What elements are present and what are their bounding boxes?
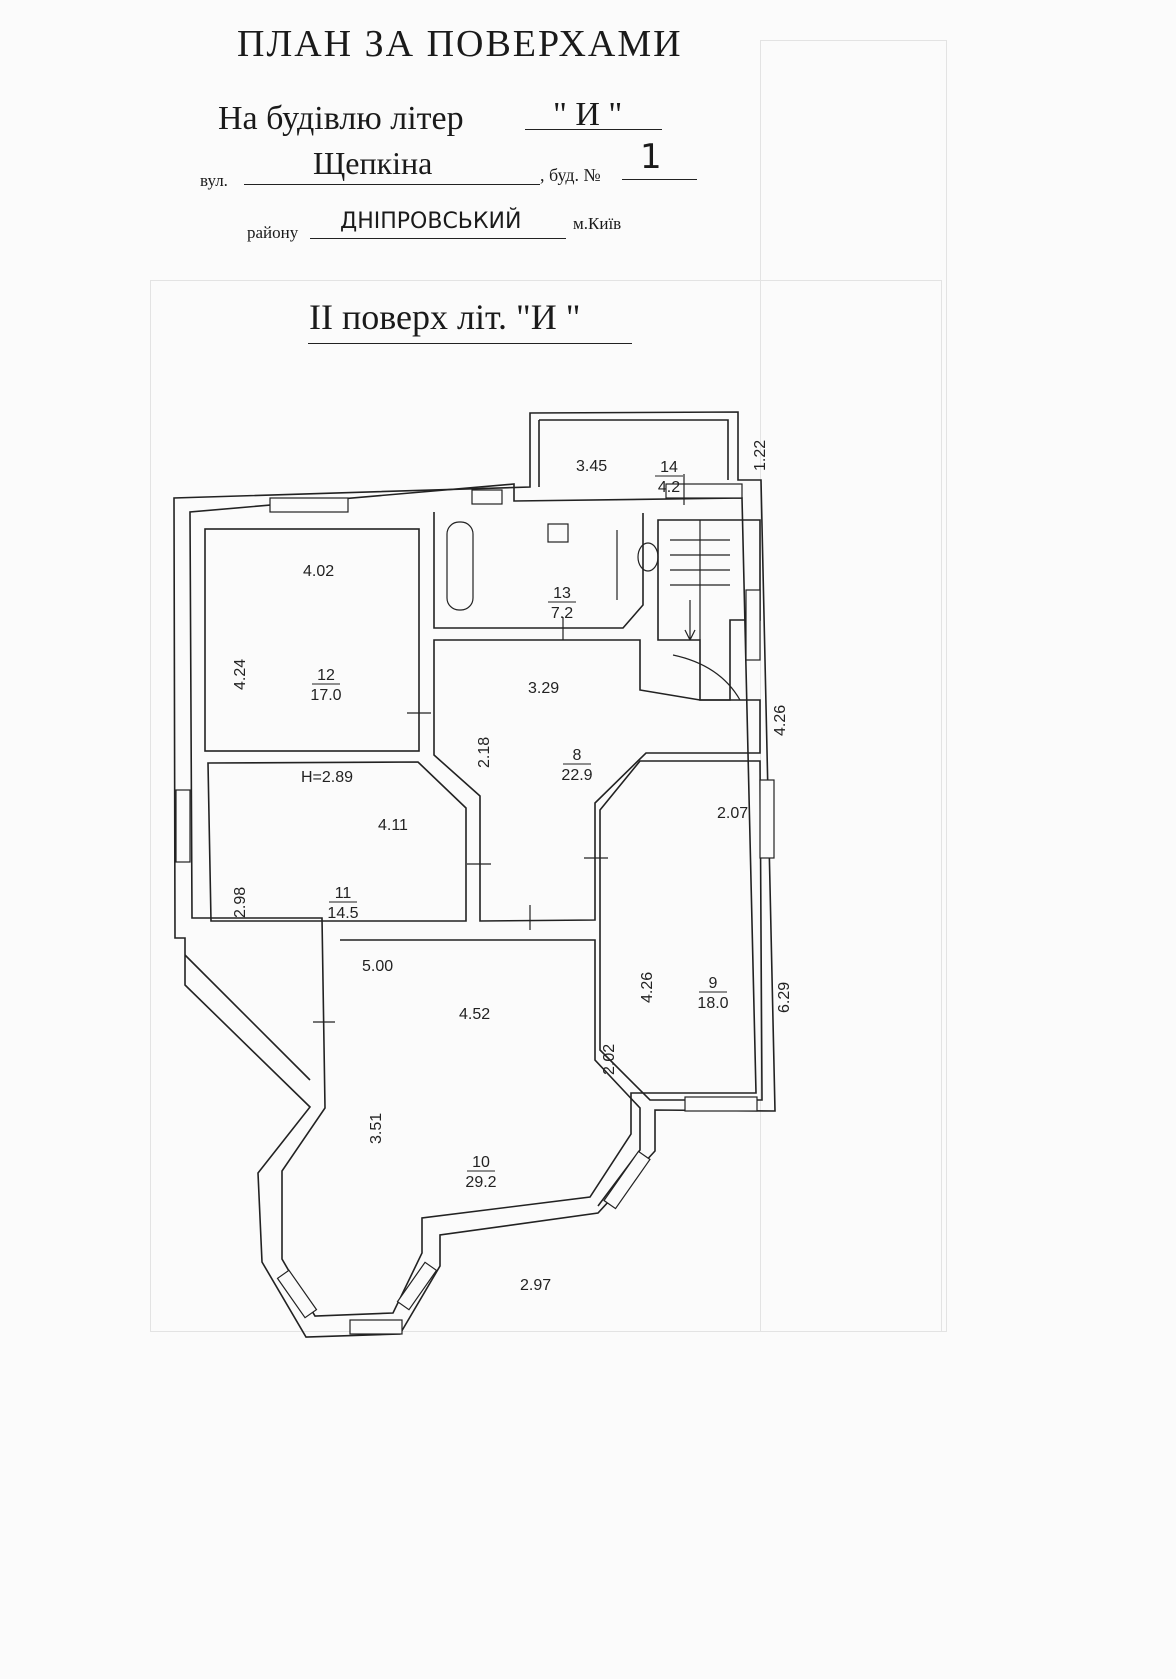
dim-218: 2.18 — [476, 737, 493, 768]
window-room-10-bay-a — [349, 1319, 403, 1335]
window-room-11 — [175, 789, 191, 863]
room-11-number: 11 — [335, 885, 352, 902]
district-name-value: ДНІПРОВСЬКИЙ — [340, 209, 522, 234]
room-9-outline — [599, 760, 763, 1101]
balcony-wall — [539, 419, 729, 480]
stair-steps — [670, 520, 730, 640]
street-underline — [244, 148, 540, 185]
sink-fixture — [547, 523, 569, 543]
district-label: району — [247, 223, 299, 242]
building-letter-value: " И " — [553, 96, 623, 133]
dim-207: 2.07 — [717, 805, 748, 822]
room-9-number: 9 — [709, 975, 718, 992]
inner-wall-outline — [189, 483, 757, 1317]
dim-629: 6.29 — [776, 982, 793, 1013]
dim-202: 2.02 — [601, 1044, 618, 1075]
room-12-number: 12 — [317, 667, 335, 684]
window-room-10-bay-c — [396, 1261, 438, 1311]
window-room-10-bay-b — [276, 1269, 318, 1319]
room-10-area: 29.2 — [465, 1174, 496, 1191]
district-underline — [310, 210, 566, 239]
dim-298: 2.98 — [232, 887, 249, 918]
house-number-underline — [622, 144, 697, 180]
room-8-area: 22.9 — [561, 767, 592, 784]
room-14-number: 14 — [660, 459, 678, 476]
street-name-value: Щепкіна — [313, 145, 433, 181]
dim-h: H=2.89 — [301, 769, 353, 786]
stair-arrow — [684, 600, 696, 641]
room-13-outline — [433, 512, 644, 629]
city-label: м.Київ — [573, 214, 622, 233]
street-label: вул. — [200, 171, 228, 190]
spiral-stair — [672, 654, 741, 701]
window-room-8 — [745, 589, 761, 661]
window-stair — [665, 483, 743, 499]
building-letter-underline — [525, 96, 662, 130]
window-room-12 — [269, 497, 349, 513]
window-room-9-bottom — [684, 1096, 758, 1112]
room-9-area: 18.0 — [697, 995, 728, 1012]
building-line-label: На будівлю літер — [218, 100, 464, 137]
exterior-diagonal — [184, 954, 311, 1081]
house-number-label: , буд. № — [540, 165, 601, 185]
floor-title-underline — [308, 300, 632, 344]
dim-329: 3.29 — [528, 680, 559, 697]
outer-wall-outline — [173, 411, 776, 1338]
room-14-area: 4.2 — [658, 479, 680, 496]
room-10-number: 10 — [472, 1154, 490, 1171]
windows — [175, 483, 775, 1335]
toilet-fixture — [637, 542, 659, 572]
dim-426-r9: 4.26 — [639, 972, 656, 1003]
window-room-9 — [759, 779, 775, 859]
room-11-area: 14.5 — [327, 905, 358, 922]
floor-title: ІІ поверх літ. "И " — [309, 297, 581, 337]
room-13-number: 13 — [553, 585, 571, 602]
room-labels: 14 4.2 13 7.2 12 17.0 8 22.9 11 14.5 9 18.0 10 29.2 — [310, 459, 728, 1191]
room-12-area: 17.0 — [310, 687, 341, 704]
dim-424: 4.24 — [232, 659, 249, 690]
dim-balcony-width: 3.45 — [576, 458, 607, 475]
room-8-number: 8 — [573, 747, 582, 764]
dim-452: 4.52 — [459, 1006, 490, 1023]
dim-411: 4.11 — [378, 817, 408, 834]
window-room-13 — [471, 489, 503, 505]
dim-500: 5.00 — [362, 958, 393, 975]
room-8-outline — [433, 639, 761, 922]
dim-297: 2.97 — [520, 1277, 551, 1294]
room-11-outline — [207, 761, 467, 922]
house-number-value: 1 — [640, 137, 662, 177]
room-13-area: 7.2 — [551, 605, 573, 622]
window-room-10-side — [603, 1150, 651, 1210]
bathtub-fixture — [446, 521, 474, 611]
dim-402: 4.02 — [303, 563, 334, 580]
dim-351: 3.51 — [368, 1113, 385, 1144]
show-through-table-inner — [150, 280, 942, 1332]
room-12-outline — [204, 528, 420, 752]
dim-426-stair: 4.26 — [772, 705, 789, 736]
dim-balcony-depth: 1.22 — [752, 440, 769, 471]
document-title: ПЛАН ЗА ПОВЕРХАМИ — [237, 23, 683, 65]
room-10-outline — [340, 939, 641, 1207]
